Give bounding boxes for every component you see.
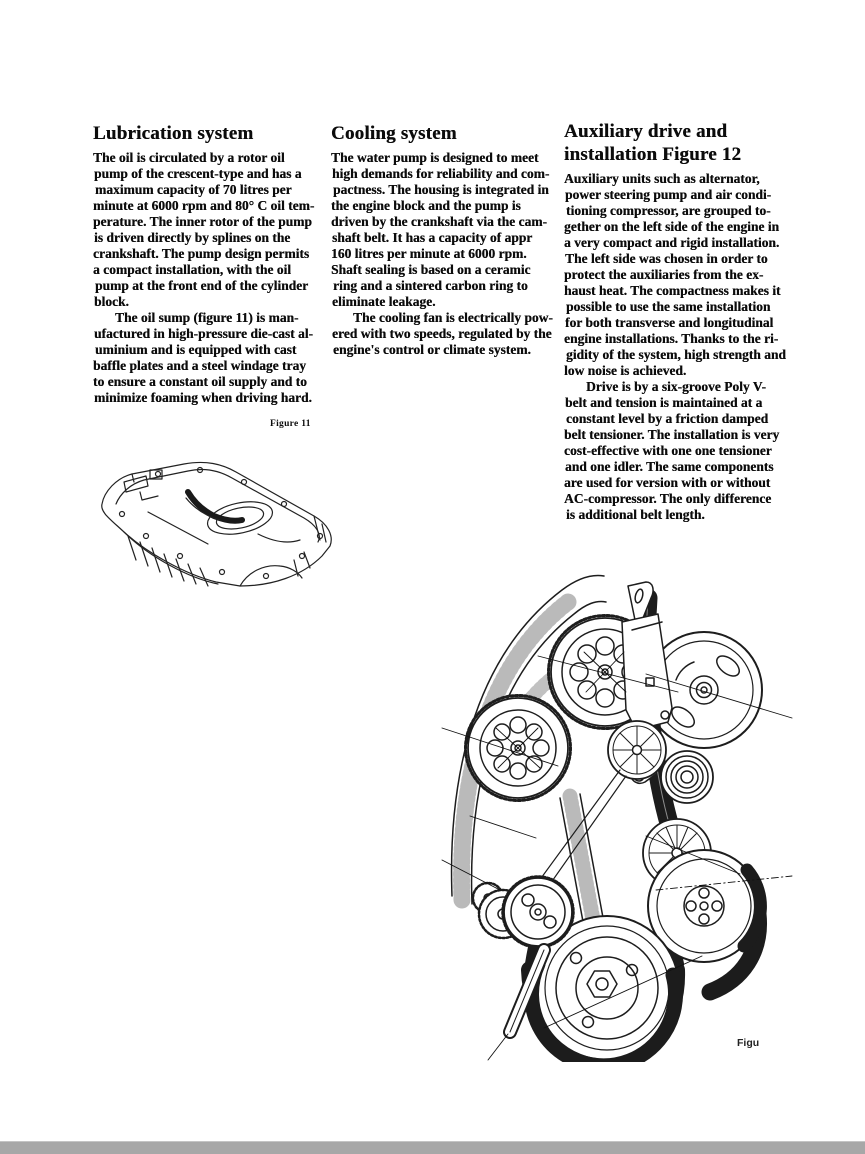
paragraph: The cooling fan is electrically pow-ered… <box>331 310 561 358</box>
text-line: gether on the left side of the engine in <box>564 219 779 234</box>
section-heading-cooling: Cooling system <box>331 122 561 145</box>
text-line: a compact installation, with the oil <box>93 262 291 277</box>
oil-sump-figure <box>88 452 340 597</box>
text-line: to ensure a constant oil supply and to <box>93 374 307 389</box>
text-line: minimize foaming when driving hard. <box>94 390 312 405</box>
text-line: haust heat. The compactness makes it <box>564 283 781 298</box>
column-cooling: Cooling system The water pump is designe… <box>331 122 561 358</box>
text-line: Drive is by a six-groove Poly V- <box>586 379 766 394</box>
column-lubrication: Lubrication system The oil is circulated… <box>93 122 331 406</box>
gear-cluster <box>473 770 626 948</box>
text-line: minute at 6000 rpm and 80° C oil tem- <box>93 198 315 213</box>
footer-bar <box>0 1141 865 1154</box>
text-line: block. <box>94 294 129 309</box>
text-line: Shaft sealing is based on a ceramic <box>331 262 531 277</box>
belt-drive-figure <box>440 560 794 1062</box>
text-line: power steering pump and air condi- <box>565 187 772 202</box>
tensioner-rod <box>510 950 544 1032</box>
text-line: is driven directly by splines on the <box>94 230 291 245</box>
auxiliary-body: Auxiliary units such as alternator,power… <box>564 171 802 523</box>
text-line: uminium and is equipped with cast <box>95 342 297 357</box>
text-line: protect the auxiliaries from the ex- <box>564 267 764 282</box>
text-line: The water pump is designed to meet <box>331 150 539 165</box>
text-line: are used for version with or without <box>564 475 771 490</box>
text-line: ring and a sintered carbon ring to <box>333 278 528 293</box>
crankshaft-pulley <box>532 916 679 1062</box>
text-line: belt tensioner. The installation is very <box>564 427 780 442</box>
text-line: The cooling fan is electrically pow- <box>353 310 553 325</box>
paragraph: Auxiliary units such as alternator,power… <box>564 171 802 379</box>
text-line: cost-effective with one one tensioner <box>564 443 772 458</box>
text-line: crankshaft. The pump design permits <box>93 246 310 261</box>
text-line: pump at the front end of the cylinder <box>95 278 309 293</box>
text-line: possible to use the same installation <box>566 299 771 314</box>
idler-ribbed-pulley <box>661 751 713 803</box>
text-line: a very compact and rigid installation. <box>564 235 780 250</box>
text-line: pump of the crescent-type and has a <box>94 166 302 181</box>
section-heading-lubrication: Lubrication system <box>93 122 331 145</box>
text-line: AC-compressor. The only difference <box>564 491 772 506</box>
text-line: ufactured in high-pressure die-cast al- <box>94 326 314 341</box>
text-line: is additional belt length. <box>566 507 705 522</box>
paragraph: Drive is by a six-groove Poly V-belt and… <box>564 379 802 523</box>
text-line: and one idler. The same components <box>565 459 774 474</box>
text-line: The left side was chosen in order to <box>565 251 768 266</box>
text-line: gidity of the system, high strength and <box>566 347 786 362</box>
text-line: pactness. The housing is integrated in <box>333 182 549 197</box>
text-line: engine's control or climate system. <box>333 342 531 357</box>
figure11-caption: Figure 11 <box>270 419 311 429</box>
text-line: 160 litres per minute at 6000 rpm. <box>331 246 527 261</box>
text-line: baffle plates and a steel windage tray <box>93 358 306 373</box>
text-line: perature. The inner rotor of the pump <box>93 214 312 229</box>
text-line: Auxiliary units such as alternator, <box>564 171 760 186</box>
text-line: tioning compressor, are grouped to- <box>566 203 771 218</box>
text-line: shaft belt. It has a capacity of appr <box>332 230 533 245</box>
text-line: The oil is circulated by a rotor oil <box>93 150 285 165</box>
text-line: engine installations. Thanks to the ri- <box>564 331 779 346</box>
text-line: eliminate leakage. <box>332 294 436 309</box>
tensioner-wheel <box>608 721 666 779</box>
ac-compressor-pulley <box>648 850 760 962</box>
text-line: high demands for reliability and com- <box>332 166 550 181</box>
text-line: constant level by a friction damped <box>566 411 769 426</box>
text-line: maximum capacity of 70 litres per <box>95 182 292 197</box>
text-line: Auxiliary drive and <box>564 121 728 142</box>
text-line: Cooling system <box>331 123 457 144</box>
rim-bolt-holes <box>120 468 323 579</box>
figure12-caption: Figu <box>737 1037 760 1049</box>
text-line: belt and tension is maintained at a <box>565 395 763 410</box>
text-line: low noise is achieved. <box>564 363 687 378</box>
text-line: the engine block and the pump is <box>331 198 521 213</box>
text-line: for both transverse and longitudinal <box>565 315 774 330</box>
text-line: ered with two speeds, regulated by the <box>332 326 552 341</box>
text-line: Lubrication system <box>93 123 254 144</box>
text-line: driven by the crankshaft via the cam- <box>331 214 547 229</box>
text-line: installation Figure 12 <box>564 144 742 165</box>
text-line: The oil sump (figure 11) is man- <box>115 310 299 325</box>
reference-lines <box>442 652 792 1060</box>
paragraph: The oil sump (figure 11) is man-ufacture… <box>93 310 331 406</box>
